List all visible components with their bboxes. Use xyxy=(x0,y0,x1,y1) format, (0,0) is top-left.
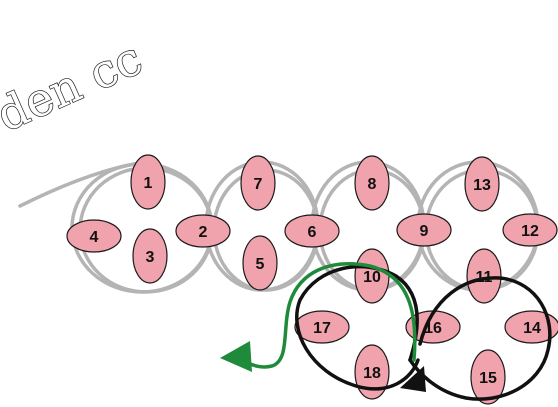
black-loop-right xyxy=(408,276,552,401)
bead-shape xyxy=(294,310,350,344)
black-thread xyxy=(295,264,552,401)
black-loop-left xyxy=(295,264,420,391)
green-thread xyxy=(238,262,417,369)
bead-shape xyxy=(396,213,452,247)
bead-label: 13 xyxy=(473,177,491,194)
bead-label: 17 xyxy=(313,320,331,337)
bead-label: 7 xyxy=(254,176,263,193)
bead-17: 17 xyxy=(294,310,350,344)
bead-shape xyxy=(466,248,502,304)
bead-shape xyxy=(354,155,390,211)
bead-2: 2 xyxy=(175,214,231,248)
bead-label: 1 xyxy=(144,175,153,192)
bead-shape xyxy=(354,344,390,400)
bead-label: 6 xyxy=(308,224,317,241)
bead-label: 9 xyxy=(420,223,429,240)
bead-15: 15 xyxy=(470,349,506,405)
bead-label: 12 xyxy=(521,223,539,240)
bead-shape xyxy=(470,349,506,405)
bead-label: 15 xyxy=(479,370,497,387)
bead-label: 3 xyxy=(146,249,155,266)
bead-shape xyxy=(504,310,558,344)
bead-6: 6 xyxy=(284,214,340,248)
bead-14: 14 xyxy=(504,310,558,344)
black-arrowhead xyxy=(400,366,426,392)
bead-13: 13 xyxy=(464,156,500,212)
bead-label: 2 xyxy=(199,224,208,241)
bead-shape xyxy=(175,214,231,248)
green-arrowhead xyxy=(220,341,252,372)
bead-shape xyxy=(464,156,500,212)
bead-7: 7 xyxy=(240,155,276,211)
bead-18: 18 xyxy=(354,344,390,400)
bead-16: 16 xyxy=(405,310,461,344)
bead-label: 14 xyxy=(523,320,541,337)
bead-shape xyxy=(284,214,340,248)
bead-label: 4 xyxy=(90,229,99,246)
bead-shape xyxy=(132,228,168,284)
thread-tail xyxy=(18,160,147,208)
bead-1: 1 xyxy=(130,154,166,210)
bead-label: 8 xyxy=(368,176,377,193)
bead-11: 11 xyxy=(466,248,502,304)
bead-9: 9 xyxy=(396,213,452,247)
bead-5: 5 xyxy=(242,235,278,291)
bead-label: 18 xyxy=(363,365,381,382)
bead-label: 5 xyxy=(256,256,265,273)
bead-12: 12 xyxy=(502,213,558,247)
bead-shape xyxy=(242,235,278,291)
bead-3: 3 xyxy=(132,228,168,284)
bead-10: 10 xyxy=(354,248,390,304)
watermark-text: den cc xyxy=(0,31,150,142)
bead-4: 4 xyxy=(66,219,122,253)
bead-label: 10 xyxy=(363,269,381,286)
bead-shape xyxy=(130,154,166,210)
bead-shape xyxy=(502,213,558,247)
bead-shape xyxy=(66,219,122,253)
bead-shape xyxy=(240,155,276,211)
bead-8: 8 xyxy=(354,155,390,211)
